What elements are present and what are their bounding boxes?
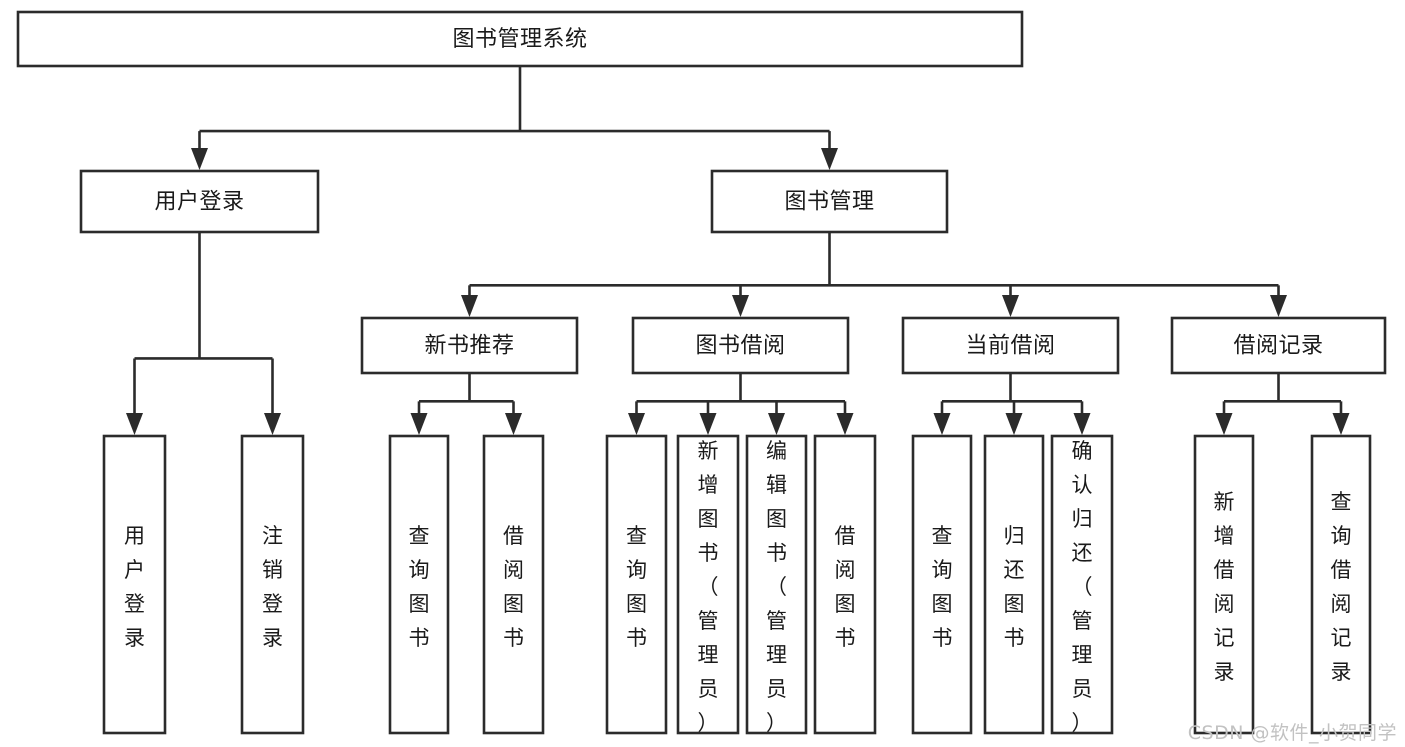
node-leaf-query-borrow-record[interactable]: 查询借阅记录 [1310, 434, 1372, 735]
node-book-borrow[interactable]: 图书借阅 [631, 316, 850, 375]
node-label: 图书管理系统 [452, 27, 587, 52]
node-box [482, 434, 545, 735]
node-label: 查询图书 [626, 524, 647, 650]
node-box [813, 434, 877, 735]
node-label: 查询借阅记录 [1331, 490, 1352, 684]
node-leaf-query-book-3[interactable]: 查询图书 [911, 434, 973, 735]
node-label: 查询图书 [409, 524, 430, 650]
node-user-login[interactable]: 用户登录 [79, 169, 320, 234]
node-leaf-return-book[interactable]: 归还图书 [983, 434, 1045, 735]
node-leaf-logout-login[interactable]: 注销登录 [240, 434, 305, 735]
node-box [1050, 434, 1114, 735]
node-label: 归还图书 [1004, 524, 1025, 650]
node-book-manage[interactable]: 图书管理 [710, 169, 949, 234]
node-leaf-borrow-book-1[interactable]: 借阅图书 [482, 434, 545, 735]
node-label: 注销登录 [262, 524, 283, 650]
node-leaf-edit-book[interactable]: 编辑图书（管理员） [745, 434, 808, 735]
node-label: 借阅图书 [503, 524, 524, 650]
node-leaf-confirm-return[interactable]: 确认归还（管理员） [1050, 434, 1114, 735]
node-current-borrow[interactable]: 当前借阅 [901, 316, 1120, 375]
node-label: 当前借阅 [965, 334, 1055, 359]
node-layer: 图书管理系统用户登录图书管理新书推荐图书借阅当前借阅借阅记录用户登录注销登录查询… [16, 10, 1387, 735]
node-label: 图书借阅 [695, 334, 785, 359]
node-leaf-user-login[interactable]: 用户登录 [102, 434, 167, 735]
node-box [631, 316, 850, 375]
node-box [16, 10, 1024, 68]
node-box [911, 434, 973, 735]
node-box [388, 434, 450, 735]
node-box [745, 434, 808, 735]
node-leaf-add-borrow-record[interactable]: 新增借阅记录 [1193, 434, 1255, 735]
node-root[interactable]: 图书管理系统 [16, 10, 1024, 68]
node-box [240, 434, 305, 735]
node-label: 新书推荐 [424, 334, 514, 359]
node-box [605, 434, 668, 735]
node-box [983, 434, 1045, 735]
node-new-book-recommend[interactable]: 新书推荐 [360, 316, 579, 375]
node-box [79, 169, 320, 234]
node-box [1193, 434, 1255, 735]
node-label: 用户登录 [124, 524, 145, 650]
node-box [102, 434, 167, 735]
node-leaf-add-book[interactable]: 新增图书（管理员） [676, 434, 740, 735]
connector-layer [126, 66, 1350, 435]
node-label: 确认归还（管理员） [1072, 439, 1093, 735]
node-label: 新增借阅记录 [1214, 490, 1235, 684]
node-leaf-query-book-1[interactable]: 查询图书 [388, 434, 450, 735]
node-label: 查询图书 [932, 524, 953, 650]
node-box [1310, 434, 1372, 735]
node-box [360, 316, 579, 375]
node-box [901, 316, 1120, 375]
node-label: 借阅图书 [835, 524, 856, 650]
node-label: 编辑图书（管理员） [766, 439, 787, 735]
node-label: 借阅记录 [1233, 334, 1323, 359]
node-box [1170, 316, 1387, 375]
watermark-text: CSDN @软件_小贺同学 [1187, 722, 1397, 744]
node-leaf-query-book-2[interactable]: 查询图书 [605, 434, 668, 735]
node-box [710, 169, 949, 234]
node-label: 新增图书（管理员） [698, 439, 719, 735]
node-label: 用户登录 [154, 190, 244, 215]
node-leaf-borrow-book-2[interactable]: 借阅图书 [813, 434, 877, 735]
node-box [676, 434, 740, 735]
node-label: 图书管理 [784, 190, 874, 215]
node-borrow-record[interactable]: 借阅记录 [1170, 316, 1387, 375]
